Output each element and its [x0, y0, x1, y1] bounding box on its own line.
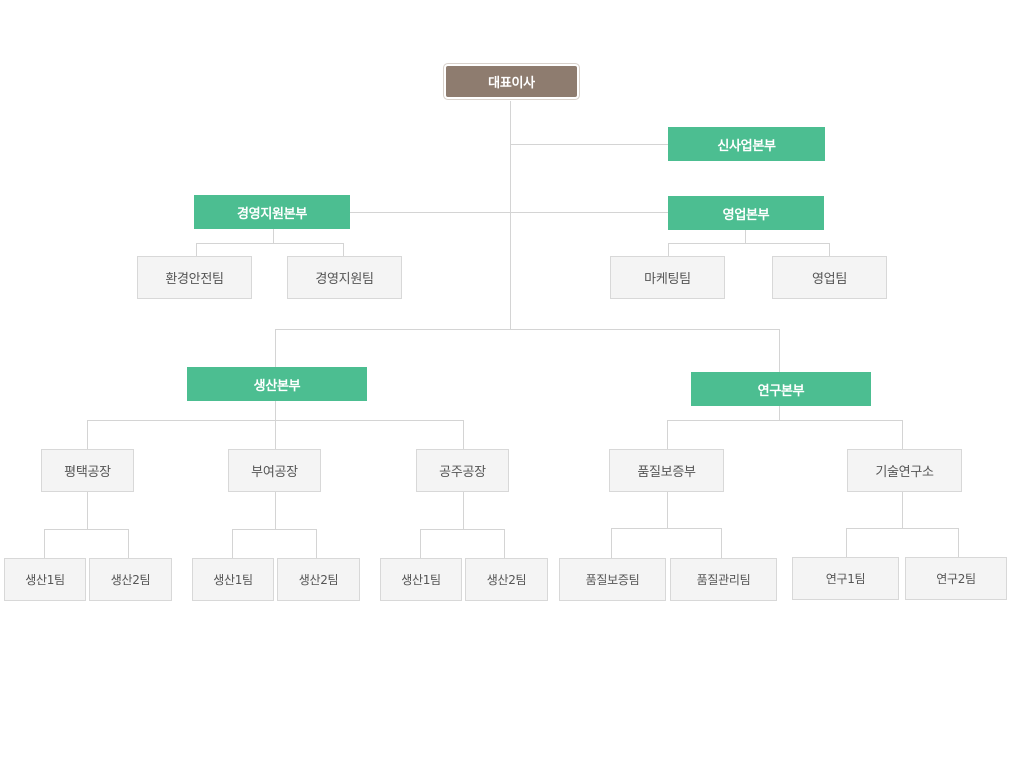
team-management-support: 경영지원팀: [287, 256, 402, 299]
pyeongtaek-team-2: 생산2팀: [89, 558, 172, 601]
unit-quality-assurance: 품질보증부: [609, 449, 724, 492]
research-team-1: 연구1팀: [792, 557, 899, 600]
gongju-team-1: 생산1팀: [380, 558, 462, 601]
pyeongtaek-team-1: 생산1팀: [4, 558, 86, 601]
gongju-team-2: 생산2팀: [465, 558, 548, 601]
buyeo-team-1: 생산1팀: [192, 558, 274, 601]
quality-control-team: 품질관리팀: [670, 558, 777, 601]
team-marketing: 마케팅팀: [610, 256, 725, 299]
division-research: 연구본부: [691, 372, 871, 406]
division-production: 생산본부: [187, 367, 367, 401]
division-new-business: 신사업본부: [668, 127, 825, 161]
buyeo-team-2: 생산2팀: [277, 558, 360, 601]
division-management: 경영지원본부: [194, 195, 350, 229]
research-team-2: 연구2팀: [905, 557, 1007, 600]
division-sales: 영업본부: [668, 196, 824, 230]
ceo-box: 대표이사: [446, 66, 577, 97]
team-sales: 영업팀: [772, 256, 887, 299]
plant-buyeo: 부여공장: [228, 449, 321, 492]
plant-pyeongtaek: 평택공장: [41, 449, 134, 492]
team-safety: 환경안전팀: [137, 256, 252, 299]
unit-tech-lab: 기술연구소: [847, 449, 962, 492]
quality-assurance-team: 품질보증팀: [559, 558, 666, 601]
plant-gongju: 공주공장: [416, 449, 509, 492]
